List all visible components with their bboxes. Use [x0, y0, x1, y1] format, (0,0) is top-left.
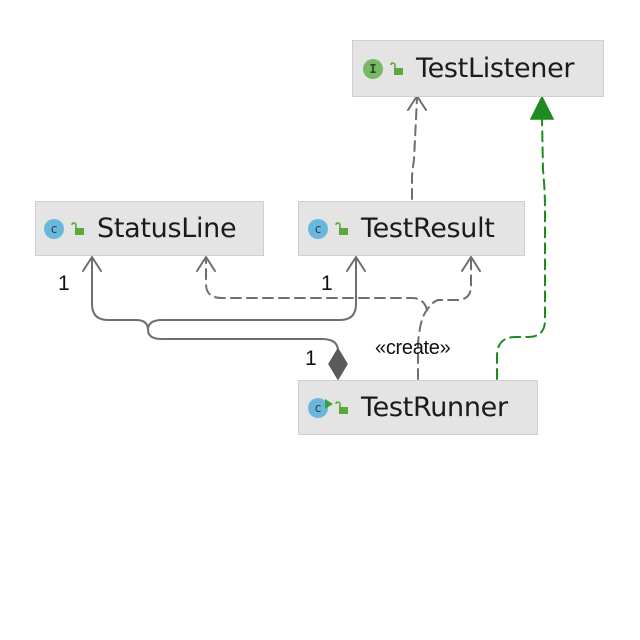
node-label: TestListener	[416, 53, 575, 84]
class-icon: c	[308, 218, 328, 239]
node-testlistener[interactable]: I TestListener	[352, 40, 604, 97]
node-statusline[interactable]: c StatusLine	[35, 201, 264, 256]
unlocked-access-icon	[71, 221, 84, 235]
edge-testrunner-associations	[82, 256, 366, 352]
interface-icon: I	[363, 58, 383, 79]
composition-diamond	[328, 347, 348, 381]
node-label: StatusLine	[97, 213, 237, 244]
multiplicity-label-statusline: 1	[58, 272, 70, 295]
edge-testrunner-creates-dependencies	[205, 259, 472, 380]
node-label: TestResult	[361, 213, 495, 244]
multiplicity-label-composition: 1	[305, 347, 317, 370]
node-testrunner[interactable]: c TestRunner	[298, 380, 538, 435]
edge-testresult-implements-testlistener	[407, 95, 427, 200]
node-label: TestRunner	[361, 392, 508, 423]
runnable-class-icon: c	[308, 397, 333, 418]
create-stereotype-label: «create»	[375, 337, 451, 359]
edge-testrunner-implements-testlistener	[496, 95, 555, 380]
class-icon: c	[44, 218, 64, 239]
unlocked-access-icon	[335, 221, 348, 235]
multiplicity-label-testresult: 1	[321, 272, 333, 295]
edge-dependency-arrowheads	[196, 256, 481, 272]
node-testresult[interactable]: c TestResult	[298, 201, 525, 256]
unlocked-access-icon	[390, 61, 403, 75]
unlocked-access-icon	[335, 400, 348, 414]
